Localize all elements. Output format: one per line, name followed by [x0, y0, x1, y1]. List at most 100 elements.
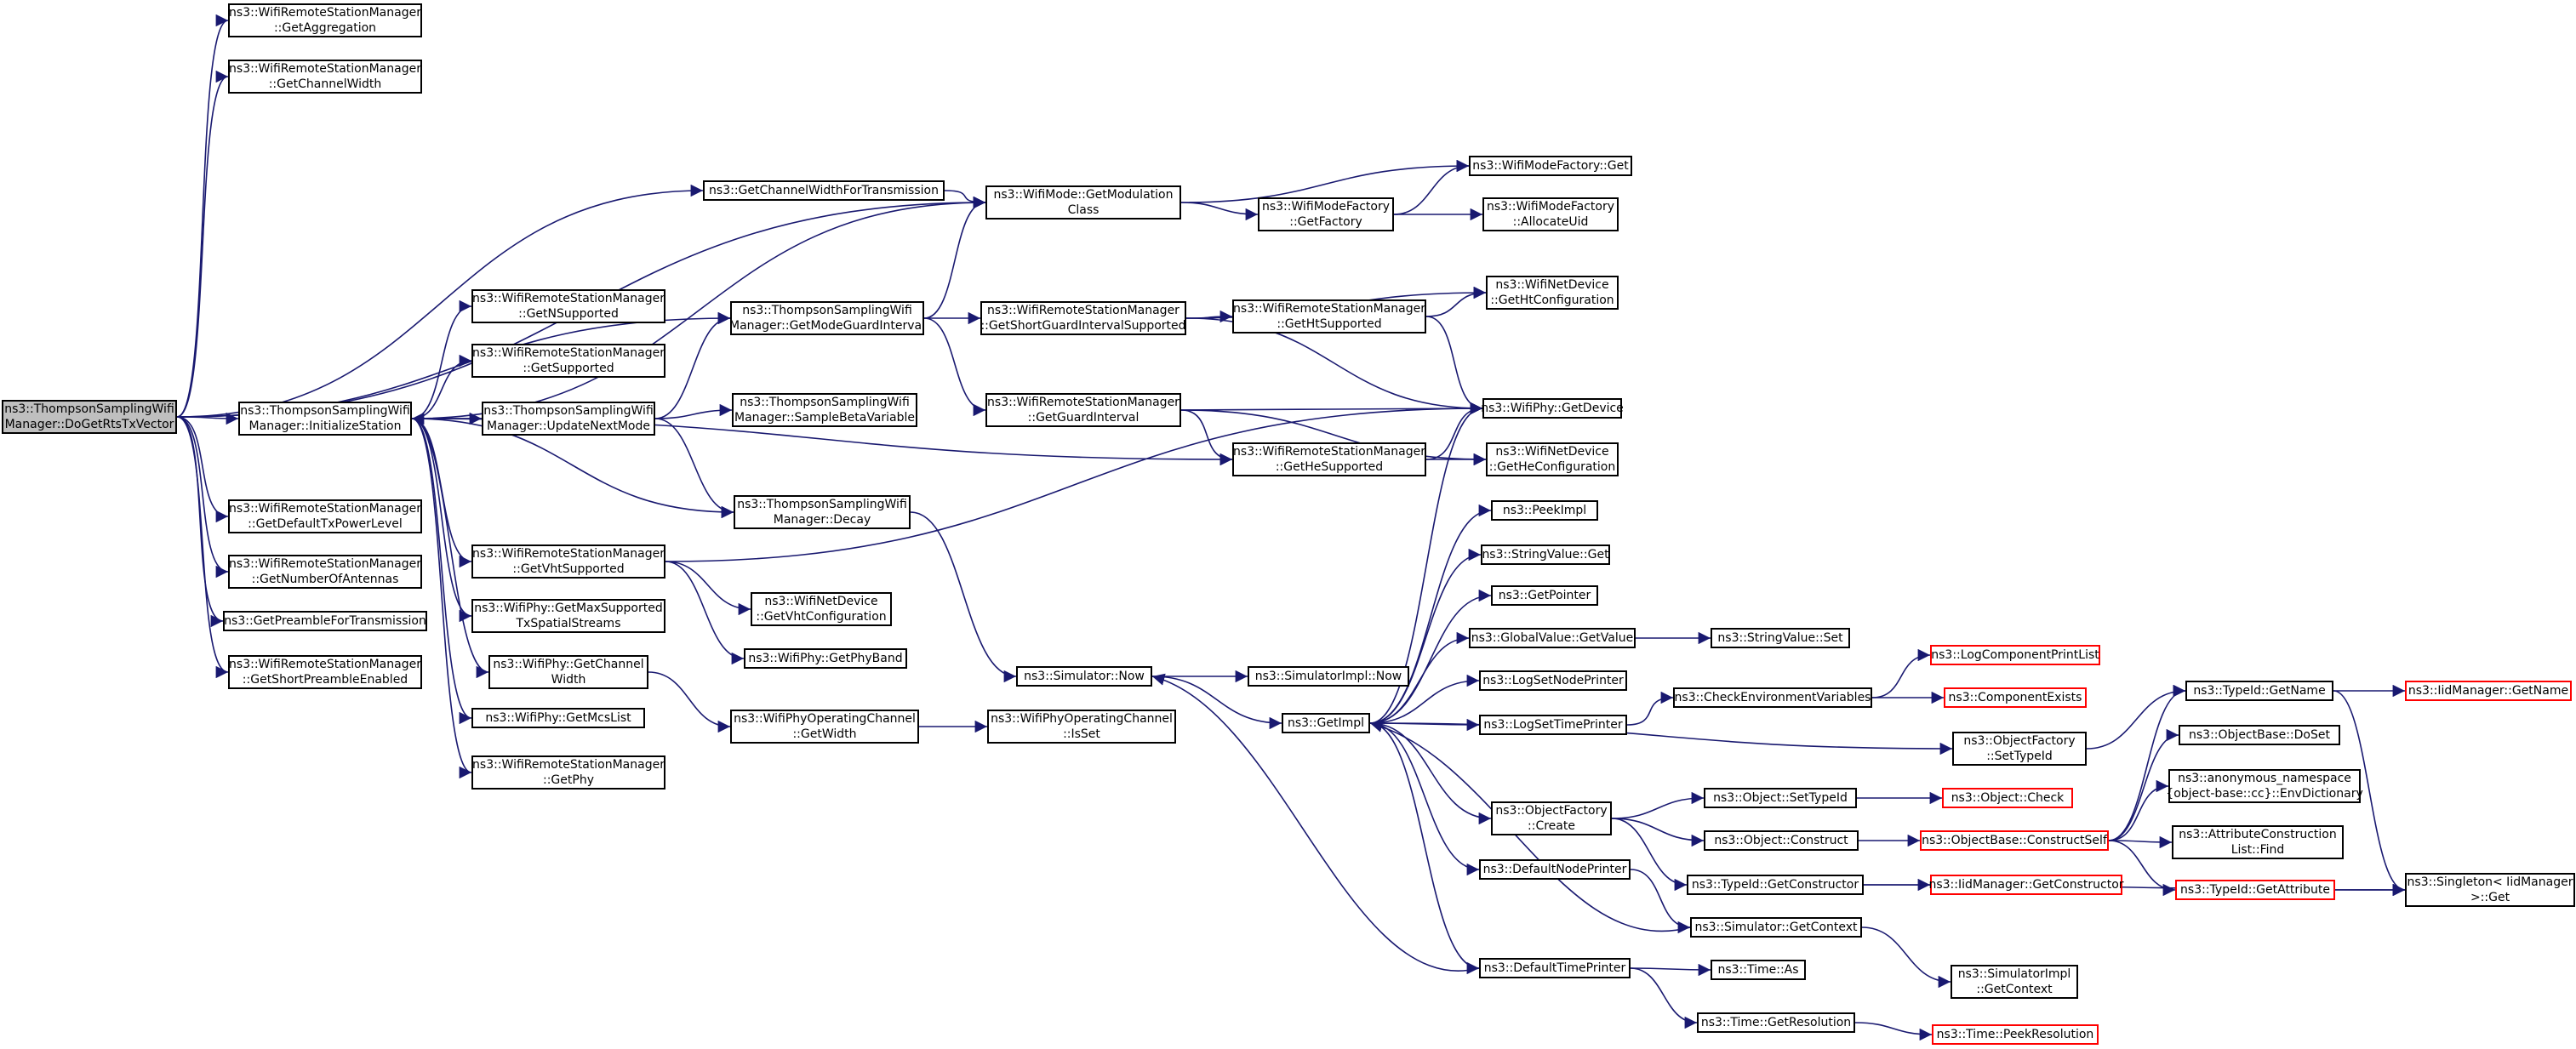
node-type-id-get-constructor[interactable]: ns3::TypeId::GetConstructor: [1687, 875, 1864, 895]
node-get-channel-width-for-transmission[interactable]: ns3::GetChannelWidthForTransmission: [703, 180, 945, 201]
node-get-vht-supported[interactable]: ns3::WifiRemoteStationManager::GetVhtSup…: [471, 544, 665, 579]
node-object-construct[interactable]: ns3::Object::Construct: [1704, 830, 1859, 851]
node-env-dictionary[interactable]: ns3::anonymous_namespace{object-base::cc…: [2166, 769, 2363, 803]
node-type-id-get-attribute[interactable]: ns3::TypeId::GetAttribute: [2175, 880, 2335, 900]
edge-object-factory-create-to-type-id-get-constructor: [1611, 818, 1688, 892]
node-label: Manager::SampleBetaVariable: [734, 411, 916, 425]
node-label: ns3::StringValue::Set: [1717, 631, 1843, 645]
node-get-phy[interactable]: ns3::WifiRemoteStationManager::GetPhy: [471, 755, 665, 790]
node-simulator-impl-get-context[interactable]: ns3::SimulatorImpl::GetContext: [1951, 965, 2078, 999]
node-get-guard-interval[interactable]: ns3::WifiRemoteStationManager::GetGuardI…: [985, 393, 1181, 427]
edge-root-to-get-short-preamble-enabled: [176, 416, 229, 679]
node-label: ns3::WifiRemoteStationManager: [472, 292, 665, 305]
node-label: ns3::WifiRemoteStationManager: [229, 557, 421, 571]
node-object-set-type-id[interactable]: ns3::Object::SetTypeId: [1704, 788, 1857, 808]
node-label: ::GetHeSupported: [1275, 460, 1384, 474]
node-allocate-uid[interactable]: ns3::WifiModeFactory::AllocateUid: [1482, 197, 1619, 231]
node-string-value-get[interactable]: ns3::StringValue::Get: [1481, 544, 1610, 565]
edge-initialize-station-to-get-phy: [411, 418, 472, 779]
node-time-as[interactable]: ns3::Time::As: [1711, 960, 1806, 980]
node-global-value-get-value[interactable]: ns3::GlobalValue::GetValue: [1469, 628, 1636, 648]
node-iid-get-constructor[interactable]: ns3::IidManager::GetConstructor: [1928, 875, 2124, 895]
node-operating-is-set[interactable]: ns3::WifiPhyOperatingChannel::IsSet: [987, 710, 1176, 744]
node-get-short-preamble-enabled[interactable]: ns3::WifiRemoteStationManager::GetShortP…: [228, 655, 422, 689]
node-label: ns3::Singleton< IidManager: [2407, 875, 2573, 889]
node-label: ::Create: [1528, 819, 1575, 833]
node-log-set-node-printer[interactable]: ns3::LogSetNodePrinter: [1479, 670, 1627, 691]
node-get-ht-configuration[interactable]: ns3::WifiNetDevice::GetHtConfiguration: [1486, 276, 1619, 310]
node-string-value-set[interactable]: ns3::StringValue::Set: [1711, 628, 1850, 648]
node-get-he-supported[interactable]: ns3::WifiRemoteStationManager::GetHeSupp…: [1232, 442, 1426, 476]
node-get-channel-width[interactable]: ns3::WifiRemoteStationManager::GetChanne…: [228, 60, 422, 94]
node-label: ns3::WifiNetDevice: [1495, 445, 1609, 459]
node-get-default-tx-power-level[interactable]: ns3::WifiRemoteStationManager::GetDefaul…: [228, 499, 422, 533]
node-construct-self[interactable]: ns3::ObjectBase::ConstructSelf: [1920, 830, 2109, 851]
node-log-set-time-printer[interactable]: ns3::LogSetTimePrinter: [1479, 715, 1627, 735]
edge-time-get-resolution-to-peek-resolution: [1854, 1022, 1933, 1041]
node-default-time-printer[interactable]: ns3::DefaultTimePrinter: [1479, 958, 1631, 978]
node-peek-resolution[interactable]: ns3::Time::PeekResolution: [1932, 1024, 2099, 1045]
node-operating-get-width[interactable]: ns3::WifiPhyOperatingChannel::GetWidth: [730, 710, 919, 744]
node-iid-get-name[interactable]: ns3::IidManager::GetName: [2405, 681, 2572, 701]
node-default-node-printer[interactable]: ns3::DefaultNodePrinter: [1479, 859, 1631, 880]
node-object-base-do-set[interactable]: ns3::ObjectBase::DoSet: [2179, 725, 2340, 745]
node-check-environment-variables[interactable]: ns3::CheckEnvironmentVariables: [1673, 687, 1872, 708]
edge-update-next-mode-to-sample-beta-variable: [654, 403, 733, 419]
node-label: ::GetChannelWidth: [268, 77, 382, 91]
node-get-vht-configuration[interactable]: ns3::WifiNetDevice::GetVhtConfiguration: [751, 592, 892, 626]
edge-get-impl-to-default-time-printer: [1369, 722, 1480, 975]
node-get-short-guard-interval-supported[interactable]: ns3::WifiRemoteStationManager::GetShortG…: [980, 301, 1186, 335]
node-get-preamble-for-transmission[interactable]: ns3::GetPreambleForTransmission: [223, 611, 427, 631]
edge-get-channel-width-for-transmission-to-get-modulation-class: [944, 190, 986, 209]
node-get-supported[interactable]: ns3::WifiRemoteStationManager::GetSuppor…: [471, 344, 665, 378]
node-peek-impl[interactable]: ns3::PeekImpl: [1491, 500, 1598, 521]
node-label: ns3::SimulatorImpl::Now: [1254, 670, 1402, 683]
node-label: ::GetGuardInterval: [1027, 411, 1139, 425]
node-get-pointer[interactable]: ns3::GetPointer: [1491, 585, 1598, 606]
node-get-phy-band[interactable]: ns3::WifiPhy::GetPhyBand: [744, 648, 907, 669]
node-get-aggregation[interactable]: ns3::WifiRemoteStationManager::GetAggreg…: [228, 3, 422, 37]
node-get-mcs-list[interactable]: ns3::WifiPhy::GetMcsList: [471, 708, 645, 728]
node-mode-factory-get[interactable]: ns3::WifiModeFactory::Get: [1469, 156, 1632, 176]
node-get-ht-supported[interactable]: ns3::WifiRemoteStationManager::GetHtSupp…: [1232, 299, 1426, 334]
node-mode-factory-get-factory[interactable]: ns3::WifiModeFactory::GetFactory: [1258, 197, 1394, 231]
node-get-impl[interactable]: ns3::GetImpl: [1282, 713, 1370, 733]
edge-default-time-printer-to-time-get-resolution: [1630, 967, 1698, 1029]
node-simulator-get-context[interactable]: ns3::Simulator::GetContext: [1690, 917, 1862, 938]
edge-get-impl-to-global-value-get-value: [1369, 631, 1470, 724]
node-component-exists[interactable]: ns3::ComponentExists: [1944, 687, 2087, 708]
node-label: ::IsSet: [1063, 727, 1100, 741]
edge-object-factory-set-type-id-to-type-id-get-name: [2086, 684, 2186, 750]
node-label: ns3::TypeId::GetName: [2193, 684, 2326, 698]
node-object-factory-set-type-id[interactable]: ns3::ObjectFactory::SetTypeId: [1952, 732, 2087, 766]
node-type-id-get-name[interactable]: ns3::TypeId::GetName: [2185, 681, 2333, 701]
node-label: ns3::WifiRemoteStationManager: [229, 658, 421, 671]
node-label: ns3::WifiPhy::GetMaxSupported: [474, 601, 663, 615]
node-get-nsupported[interactable]: ns3::WifiRemoteStationManager::GetNSuppo…: [471, 289, 665, 323]
node-label: ::GetNSupported: [518, 307, 619, 321]
node-get-number-of-antennas[interactable]: ns3::WifiRemoteStationManager::GetNumber…: [228, 555, 422, 589]
node-simulator-now[interactable]: ns3::Simulator::Now: [1016, 666, 1152, 687]
node-label: ::SetTypeId: [1986, 750, 2053, 763]
node-label: ns3::WifiRemoteStationManager: [1233, 302, 1425, 316]
node-get-he-configuration[interactable]: ns3::WifiNetDevice::GetHeConfiguration: [1486, 442, 1619, 476]
node-singleton-get[interactable]: ns3::Singleton< IidManager>::Get: [2405, 873, 2575, 907]
node-time-get-resolution[interactable]: ns3::Time::GetResolution: [1697, 1012, 1855, 1033]
node-phy-get-device[interactable]: ns3::WifiPhy::GetDevice: [1481, 398, 1624, 419]
node-log-component-print-list[interactable]: ns3::LogComponentPrintList: [1930, 645, 2100, 665]
edge-get-vht-supported-to-get-vht-configuration: [665, 561, 751, 616]
node-object-check[interactable]: ns3::Object::Check: [1942, 788, 2073, 808]
node-simulator-impl-now[interactable]: ns3::SimulatorImpl::Now: [1248, 666, 1409, 687]
node-label: ns3::WifiRemoteStationManager: [229, 6, 421, 20]
node-object-factory-create[interactable]: ns3::ObjectFactory::Create: [1491, 801, 1612, 835]
